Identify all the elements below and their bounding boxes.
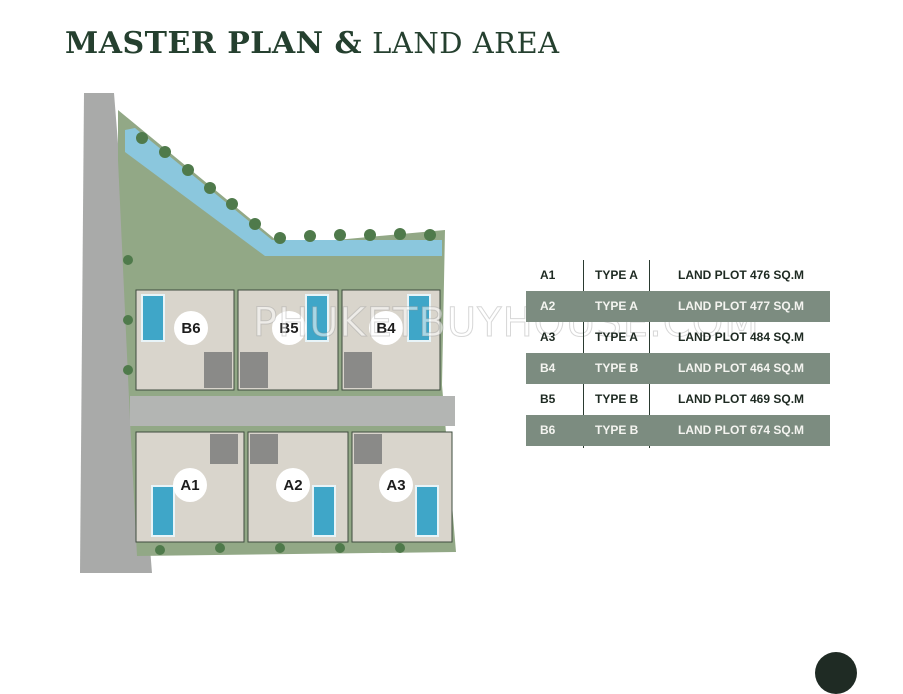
plot-id: A1 [540, 268, 556, 282]
land-area-table: A1 TYPE A LAND PLOT 476 SQ.M A2 TYPE A L… [526, 260, 830, 448]
plot-type: TYPE A [595, 299, 638, 313]
table-row: A1 TYPE A LAND PLOT 476 SQ.M [526, 260, 830, 291]
svg-text:B6: B6 [181, 320, 200, 337]
pool-b6 [141, 294, 165, 342]
plot-id: B6 [540, 423, 556, 437]
plot-land: LAND PLOT 477 SQ.M [678, 299, 805, 313]
table-row: B4 TYPE B LAND PLOT 464 SQ.M [526, 353, 830, 384]
plot-label-b5: B5 [272, 311, 306, 345]
plot-type: TYPE B [595, 392, 639, 406]
plot-land: LAND PLOT 476 SQ.M [678, 268, 805, 282]
canal [125, 128, 442, 256]
table-row: A3 TYPE A LAND PLOT 484 SQ.M [526, 322, 830, 353]
pools [141, 294, 439, 537]
plot-type: TYPE B [595, 423, 639, 437]
site-plan-map: B6 B5 B4 A1 A2 A3 [80, 93, 456, 573]
page-title: MASTER PLAN & LAND AREA [65, 26, 560, 61]
plot-type: TYPE B [595, 361, 639, 375]
plot-land: LAND PLOT 464 SQ.M [678, 361, 805, 375]
plot-type: TYPE A [595, 330, 638, 344]
plot-label-b6: B6 [174, 311, 208, 345]
plot-label-a2: A2 [276, 468, 310, 502]
pool-a3 [415, 485, 439, 537]
plot-id: A2 [540, 299, 556, 313]
svg-text:B5: B5 [279, 320, 298, 337]
plot-land: LAND PLOT 469 SQ.M [678, 392, 805, 406]
garages [204, 352, 382, 464]
plot-label-b4: B4 [369, 311, 403, 345]
tree-line [123, 132, 450, 555]
plot-type: TYPE A [595, 268, 638, 282]
plot-land: LAND PLOT 674 SQ.M [678, 423, 805, 437]
plot-id: B5 [540, 392, 556, 406]
plot-label-a1: A1 [173, 468, 207, 502]
svg-text:B4: B4 [376, 320, 396, 337]
pool-a1 [151, 485, 175, 537]
table-row: B6 TYPE B LAND PLOT 674 SQ.M [526, 415, 830, 446]
svg-text:A2: A2 [283, 477, 302, 494]
table-row: B5 TYPE B LAND PLOT 469 SQ.M [526, 384, 830, 415]
svg-text:A3: A3 [386, 477, 405, 494]
plot-label-a3: A3 [379, 468, 413, 502]
title-light: LAND AREA [372, 26, 560, 60]
title-bold: MASTER PLAN & [65, 26, 363, 61]
plot-land: LAND PLOT 484 SQ.M [678, 330, 805, 344]
plot-id: B4 [540, 361, 556, 375]
pool-b4 [407, 294, 431, 342]
plot-id: A3 [540, 330, 556, 344]
table-row: A2 TYPE A LAND PLOT 477 SQ.M [526, 291, 830, 322]
pool-b5 [305, 294, 329, 342]
corner-decoration [815, 652, 857, 694]
pool-a2 [312, 485, 336, 537]
svg-text:A1: A1 [180, 477, 199, 494]
internal-road [130, 396, 455, 426]
